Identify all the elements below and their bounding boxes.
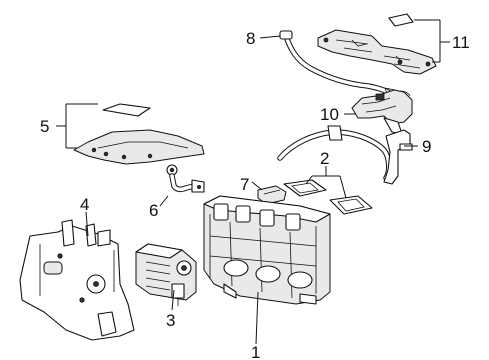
part-3-module <box>135 243 197 306</box>
part-7-fuse <box>257 185 287 205</box>
part-10-bracket <box>351 89 413 135</box>
callout-7: 7 <box>240 175 249 194</box>
part-1-unit <box>203 195 331 305</box>
callout-8: 8 <box>246 29 255 48</box>
part-2-gasket-a <box>283 179 327 197</box>
part-5-plate <box>73 129 205 165</box>
part-6-strap <box>166 164 205 193</box>
part-2-gasket-b <box>329 195 373 215</box>
part-9-cable <box>277 125 413 185</box>
part-11-shield <box>317 29 437 75</box>
part-8-cable <box>279 30 411 97</box>
callout-6: 6 <box>149 201 158 220</box>
callout-labels: 1 2 3 4 5 6 7 8 9 10 11 <box>40 29 470 360</box>
callout-1: 1 <box>251 343 260 360</box>
leader-lines <box>56 19 450 345</box>
callout-2: 2 <box>320 149 329 168</box>
callout-9: 9 <box>422 137 431 156</box>
part-11-label-tag <box>388 13 414 27</box>
part-4-bracket <box>19 219 135 341</box>
callout-10: 10 <box>320 105 339 124</box>
callout-11: 11 <box>452 33 470 52</box>
callout-4: 4 <box>80 195 89 214</box>
callout-5: 5 <box>40 117 49 136</box>
callout-3: 3 <box>166 311 175 330</box>
part-5-pad <box>102 103 151 117</box>
